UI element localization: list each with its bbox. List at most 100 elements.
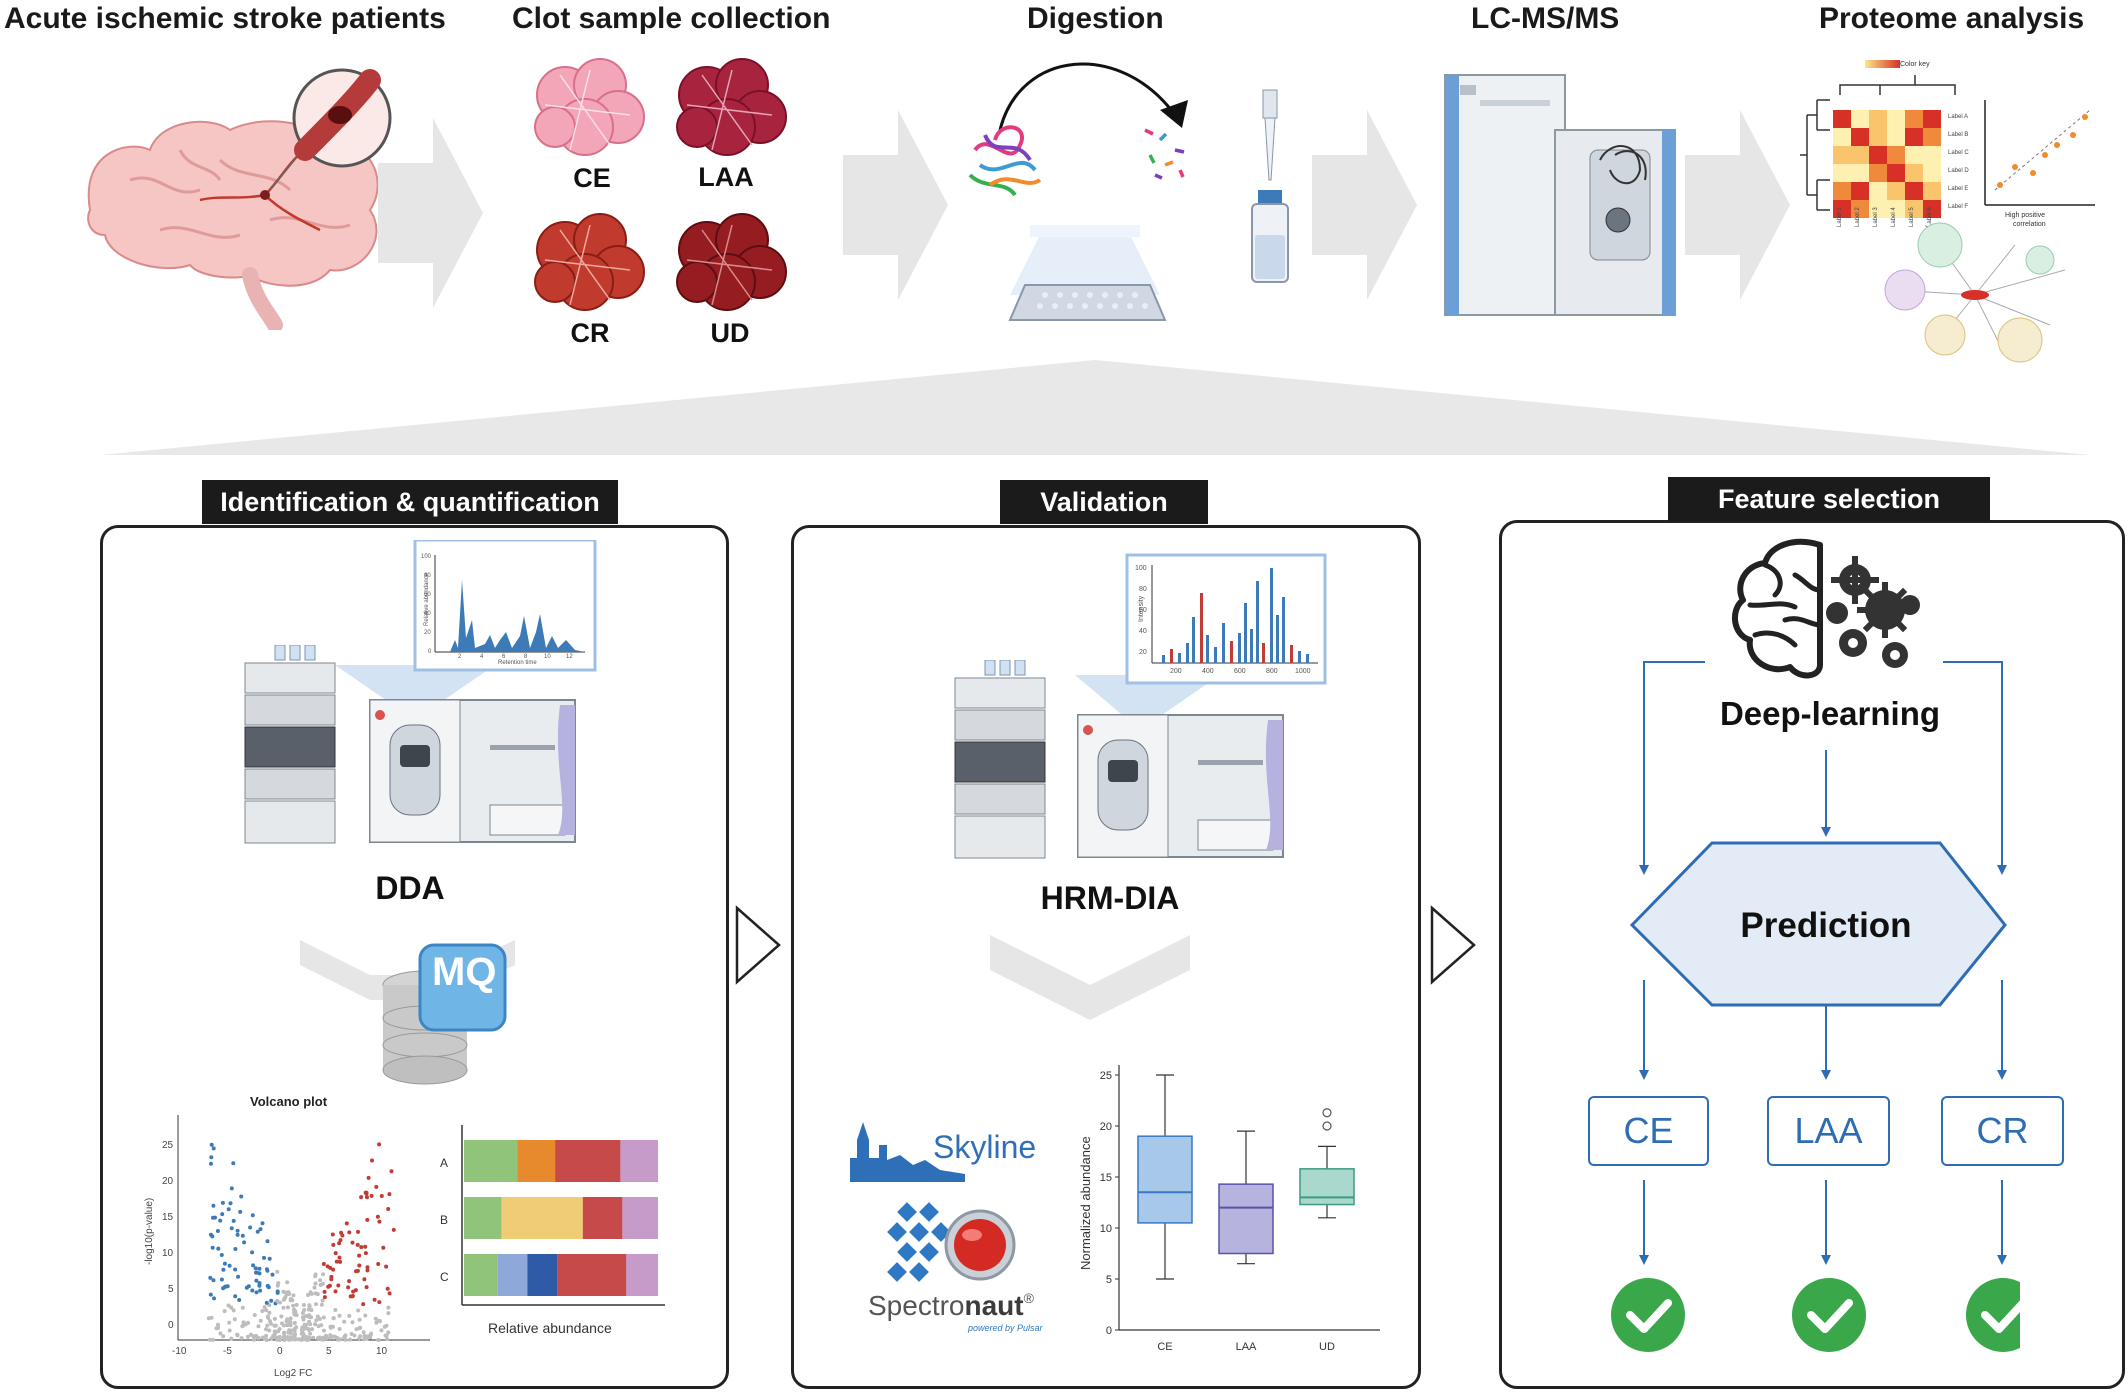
volcano-point [355,1242,360,1247]
step-title-digestion: Digestion [1027,2,1164,35]
spectrum-peak [1270,568,1273,663]
volcano-point [357,1253,362,1258]
volcano-point [235,1228,240,1233]
heatmap-cell [1833,128,1851,146]
svg-text:Label 2: Label 2 [1855,207,1861,227]
boxplot-ytick-label: 25 [1100,1070,1112,1082]
boxplot-ytick-label: 10 [1100,1223,1112,1235]
volcano-point [389,1169,394,1174]
svg-text:100: 100 [421,554,432,560]
volcano-point [219,1277,224,1282]
stacked-segment [582,1197,623,1239]
volcano-point [279,1314,284,1319]
boxplot-series [1137,1074,1355,1280]
heatmap-cell [1923,110,1941,128]
volcano-ylabel: -log10(p-value) [144,1198,155,1265]
volcano-point [216,1322,220,1327]
prediction-hexagon [1629,841,2007,1007]
dia-spectrum-yticks: 100 80 60 40 20 [1135,565,1147,656]
svg-text:60: 60 [1139,607,1147,614]
svg-text:40: 40 [1139,628,1147,635]
svg-text:2: 2 [458,654,462,660]
validation-chevron [990,935,1190,1020]
volcano-point [357,1336,362,1341]
svg-text:600: 600 [1234,668,1246,675]
boxplot-box-laa [1218,1183,1274,1255]
workflow-arrow-1 [378,118,483,308]
volcano-point [309,1291,314,1296]
volcano-point [265,1239,270,1244]
svg-text:Spectronaut®: Spectronaut® [868,1290,1035,1321]
volcano-point [386,1311,391,1316]
volcano-point [387,1291,392,1296]
heatmap-cell [1887,110,1905,128]
heatmap-cell [1833,110,1851,128]
volcano-point [365,1268,370,1273]
volcano-point [353,1288,358,1293]
volcano-point [211,1215,215,1220]
volcano-point [245,1334,250,1339]
volcano-point [291,1303,296,1308]
step-title-proteome: Proteome analysis [1819,2,2085,35]
volcano-point [329,1277,334,1282]
volcano-point [236,1274,241,1279]
volcano-point [318,1278,323,1283]
svg-text:0: 0 [277,1346,283,1357]
volcano-point [264,1300,269,1305]
volcano-point [289,1328,293,1333]
svg-text:Label A: Label A [1948,114,1968,120]
volcano-point [239,1336,244,1341]
volcano-point [357,1326,362,1331]
volcano-point [269,1298,274,1303]
volcano-point [357,1263,362,1268]
volcano-point [235,1232,240,1237]
stacked-segment [501,1197,583,1239]
volcano-point [328,1265,333,1270]
volcano-point [391,1227,396,1232]
volcano-point [292,1320,297,1325]
dia-spectrum-ylabel: Intensity [1138,595,1145,622]
svg-text:6: 6 [502,654,506,660]
volcano-point [209,1161,213,1166]
volcano-point [212,1296,216,1301]
volcano-point [285,1305,290,1310]
volcano-point [258,1318,263,1323]
volcano-point [363,1313,368,1318]
volcano-point [334,1259,339,1264]
volcano-point [292,1328,297,1333]
volcano-point [233,1294,238,1299]
heatmap-cell [1851,200,1869,218]
volcano-point [210,1245,215,1250]
volcano-point [242,1240,247,1245]
volcano-point [387,1192,392,1197]
volcano-point [386,1305,391,1310]
step-title-clot-collection: Clot sample collection [512,2,831,35]
volcano-point [268,1319,272,1324]
volcano-point [283,1290,288,1295]
volcano-point [361,1330,366,1335]
heatmap-cell [1833,200,1851,218]
volcano-point [240,1324,245,1329]
volcano-point [232,1317,237,1322]
boxplot-xtick-label: LAA [1236,1341,1257,1353]
mass-spectrometer-illustration [1444,74,1676,316]
svg-text:100: 100 [1135,565,1147,572]
volcano-point [276,1329,281,1334]
boxplot-ytick-label: 0 [1106,1325,1112,1337]
volcano-point [357,1317,362,1322]
volcano-point [321,1335,326,1340]
volcano-point [359,1245,364,1250]
heatmap-cell [1851,182,1869,200]
volcano-point [300,1311,305,1315]
clot-label-laa: LAA [698,162,754,192]
spectronaut-logo-sub: powered by Pulsar [967,1323,1044,1333]
volcano-point [221,1334,226,1339]
volcano-point [316,1336,321,1341]
volcano-point [208,1275,213,1280]
svg-text:Label 6: Label 6 [1927,207,1933,227]
volcano-point [319,1323,324,1328]
svg-text:1000: 1000 [1295,668,1311,675]
volcano-point [294,1302,299,1307]
volcano-point [220,1200,225,1205]
clot-laa-icon [676,58,787,156]
